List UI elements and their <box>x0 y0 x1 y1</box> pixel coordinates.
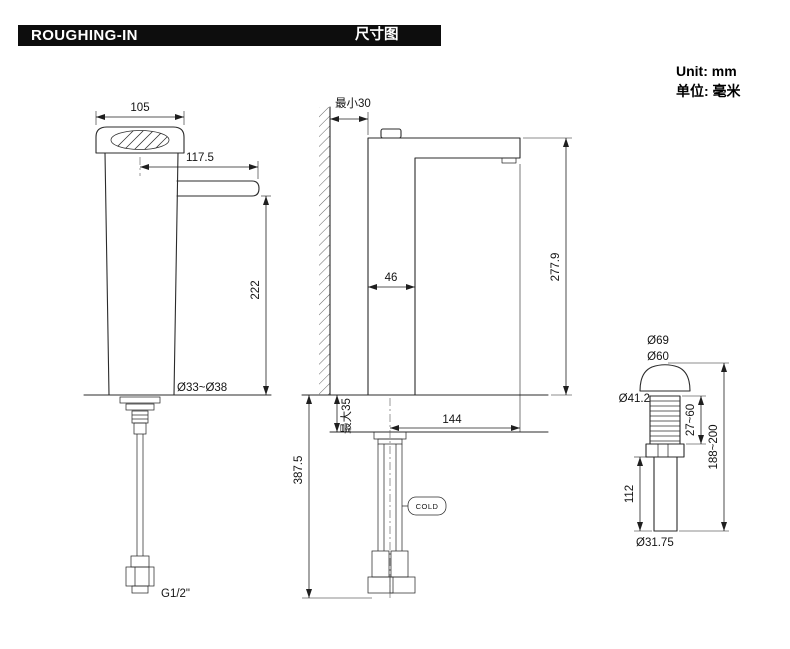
dim-hole-diameter: Ø33~Ø38 <box>177 382 227 394</box>
front-view-dimensions: 105 117.5 222 Ø33~Ø38 G1/2" <box>95 102 271 600</box>
dim-spout-projection: 144 <box>442 414 462 426</box>
spout-tip <box>251 180 260 197</box>
page-title-chinese: 尺寸图 <box>355 27 399 43</box>
dim-total-height: 277.9 <box>550 253 562 282</box>
units-note: Unit: mm 单位: 毫米 <box>676 61 741 101</box>
side-view-dimensions: 最小30 46 277.9 最大35 144 387.5 <box>293 97 572 599</box>
front-view: 105 117.5 222 Ø33~Ø38 G1/2" <box>83 102 272 600</box>
drain-threads <box>650 400 680 442</box>
drain-assembly-view: Ø69 Ø60 Ø41.2 27~60 188~200 112 Ø31.75 <box>619 335 729 549</box>
side-supply-parts <box>367 431 416 594</box>
dim-spout-height: 222 <box>250 280 262 299</box>
dim-spout-reach: 117.5 <box>186 152 214 164</box>
sensor-bump <box>380 128 402 139</box>
dim-tailpiece-length: 112 <box>624 485 636 503</box>
dim-flange-id: Ø60 <box>647 351 669 363</box>
drain-dimensions: Ø69 Ø60 Ø41.2 27~60 188~200 112 Ø31.75 <box>619 335 729 549</box>
faucet-side-outline <box>301 128 549 433</box>
sensor-window <box>110 130 170 150</box>
dim-overall-length: 188~200 <box>708 424 720 469</box>
dim-body-depth: 46 <box>385 272 398 284</box>
dim-body-diameter: Ø41.2 <box>619 393 650 405</box>
units-line-en: Unit: mm <box>676 63 737 79</box>
dim-min-wall-clearance: 最小30 <box>335 97 371 110</box>
dim-max-deck-thickness: 最大35 <box>339 398 353 434</box>
drain-outline <box>639 364 691 532</box>
faucet-supply-parts <box>119 396 161 594</box>
drain-threaded-body <box>649 395 681 445</box>
dim-thread-size: G1/2" <box>161 588 190 600</box>
dim-flange-od: Ø69 <box>647 335 669 347</box>
page-title: ROUGHING-IN <box>31 27 138 44</box>
faucet-front-outline <box>83 126 272 396</box>
header-bar: ROUGHING-IN 尺寸图 <box>18 25 441 46</box>
dim-thread-range: 27~60 <box>685 404 697 436</box>
wall-hatching <box>319 107 330 395</box>
drain-nut <box>645 443 685 458</box>
cold-tag: COLD <box>402 496 447 516</box>
side-view: COLD 最小30 46 277.9 最大35 144 387.5 <box>293 97 572 600</box>
drain-flange-dome <box>639 364 691 392</box>
dim-tailpiece-diameter: Ø31.75 <box>636 537 674 549</box>
sensor-hatching <box>111 130 169 150</box>
units-line-cn: 单位: 毫米 <box>676 83 741 99</box>
dim-top-width: 105 <box>130 102 149 114</box>
aerator <box>501 157 517 164</box>
dim-below-deck-length: 387.5 <box>293 456 305 485</box>
cold-tag-label: COLD <box>416 502 439 511</box>
